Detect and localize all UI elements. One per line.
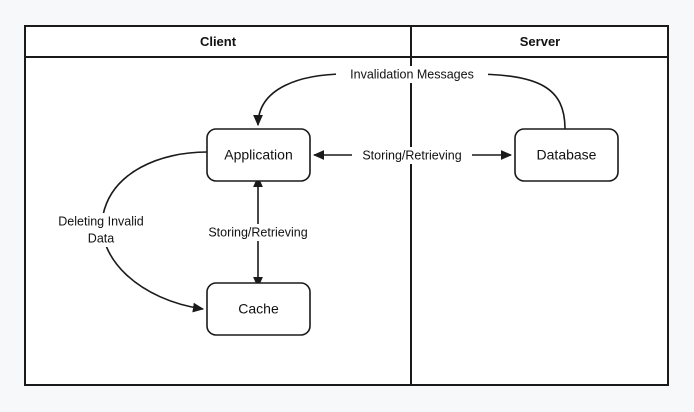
node-database[interactable]: Database <box>514 128 619 182</box>
edge-label-app-cache-text: Storing/Retrieving <box>208 225 307 239</box>
edge-label-invalidation-messages-text: Invalidation Messages <box>350 67 474 81</box>
lane-title-server: Server <box>520 34 560 49</box>
node-cache[interactable]: Cache <box>206 282 311 336</box>
edge-label-app-database: Storing/Retrieving <box>352 147 472 164</box>
edge-label-deleting-invalid-data-line1: Deleting Invalid <box>58 214 144 228</box>
app-database-label-backdrop <box>352 147 472 164</box>
node-application[interactable]: Application <box>206 128 311 182</box>
lane-header-client: Client <box>200 34 237 49</box>
edge-label-app-database-text: Storing/Retrieving <box>362 148 461 162</box>
deleting-label-backdrop <box>44 213 158 247</box>
lane-header-server: Server <box>520 34 560 49</box>
edge-label-app-cache: Storing/Retrieving <box>197 224 319 241</box>
edge-label-deleting-invalid-data: Deleting Invalid Data <box>44 213 158 247</box>
node-database-box[interactable] <box>514 128 619 182</box>
node-cache-label: Cache <box>238 301 279 317</box>
node-application-box[interactable] <box>206 128 311 182</box>
swimlane-frame <box>24 25 669 386</box>
invalidation-label-backdrop <box>336 66 488 83</box>
edge-label-invalidation-messages: Invalidation Messages <box>336 66 488 83</box>
app-cache-label-backdrop <box>197 224 319 241</box>
node-database-label: Database <box>537 147 597 163</box>
lane-background <box>25 26 668 385</box>
outer-frame <box>24 25 669 386</box>
node-application-label: Application <box>224 147 293 163</box>
lane-title-client: Client <box>200 34 237 49</box>
edge-label-deleting-invalid-data-line2: Data <box>88 231 114 245</box>
node-cache-box[interactable] <box>206 282 311 336</box>
